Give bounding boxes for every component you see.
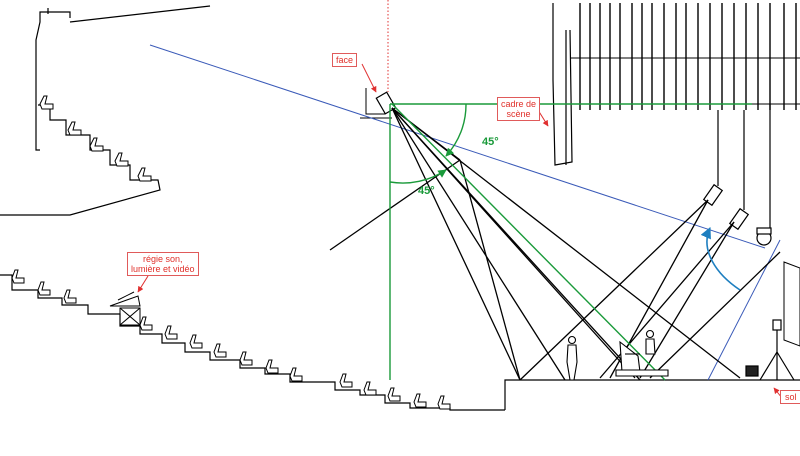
upper-balcony-seats [39,95,152,182]
label-face: face [332,53,358,67]
angle-lower: 45° [418,185,435,197]
fly-battens [570,3,800,228]
label-regie-line2: lumière et vidéo [131,264,195,274]
label-regie-line1: régie son, [143,254,183,264]
label-face-text: face [336,55,354,65]
lower-seats [11,269,451,410]
lower-seating-floor [0,274,505,411]
actor-standing [566,335,578,381]
upper-balcony [0,5,211,216]
actor-seated [615,329,669,377]
spotlights [375,91,772,246]
proscenium-frame [552,3,573,166]
label-regie: régie son, lumière et vidéo [127,252,199,276]
label-cadre-line1: cadre de [501,99,537,109]
label-sol-text: sol [785,392,797,402]
angle-upper: 45° [482,136,499,148]
label-sol: sol [780,390,800,404]
label-cadre-line2: scène [506,109,531,119]
control-booth [109,291,141,326]
tripod [745,319,795,381]
tilt-arrow [700,226,741,291]
stage [504,379,800,410]
label-arrows [137,63,783,399]
face-light-bracket [360,88,392,119]
screen [783,261,800,347]
label-cadre-de-scene: cadre de scène [497,97,541,121]
green-guides [389,103,752,381]
